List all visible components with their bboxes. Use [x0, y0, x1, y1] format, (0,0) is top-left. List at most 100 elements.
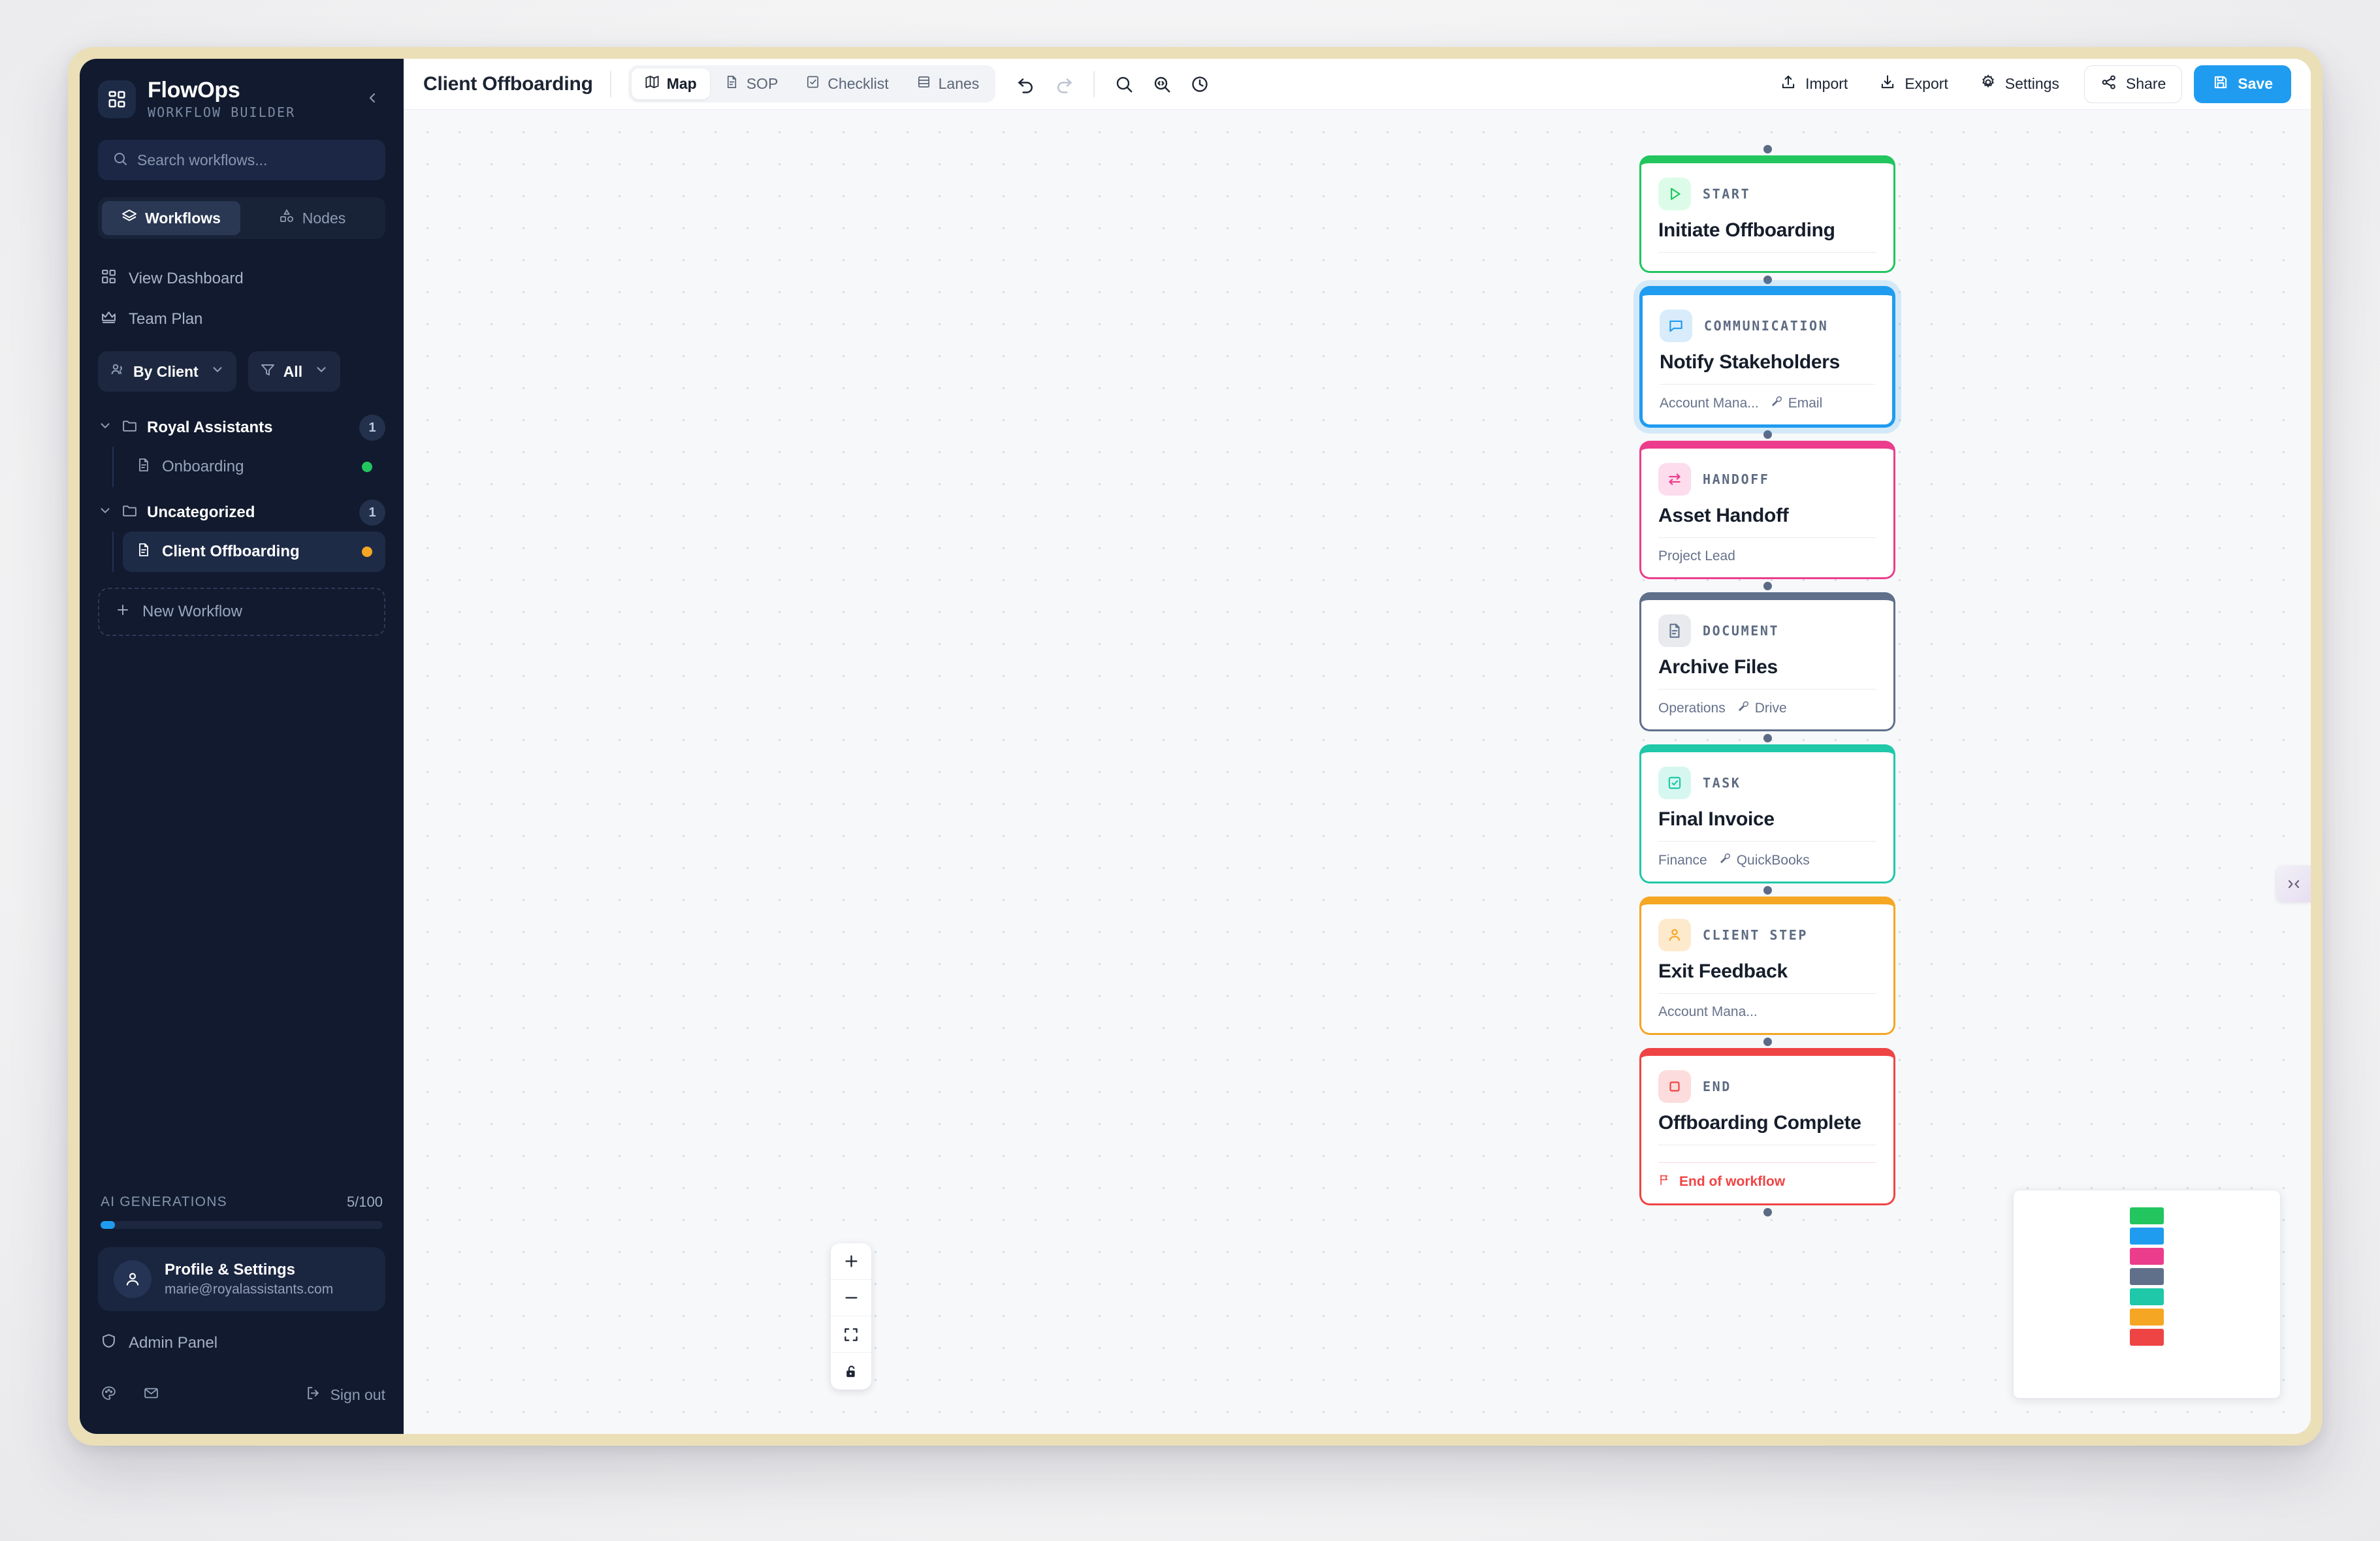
connector-dot[interactable]: [1763, 733, 1772, 742]
tree-folder-royal-assistants[interactable]: Royal Assistants 1: [98, 409, 385, 447]
node-exit-feedback[interactable]: CLIENT STEP Exit Feedback Account Mana..…: [1639, 897, 1895, 1035]
sidebar-item-team-plan[interactable]: Team Plan: [98, 299, 385, 340]
node-owner: Finance: [1658, 852, 1707, 868]
wrench-icon: [1719, 852, 1731, 868]
brand-name: FlowOps: [148, 78, 240, 103]
share-button[interactable]: Share: [2083, 65, 2183, 103]
tree-item-client-offboarding[interactable]: Client Offboarding: [123, 532, 385, 573]
palette-icon[interactable]: [101, 1385, 117, 1405]
document-icon: [136, 542, 152, 562]
connector-dot[interactable]: [1763, 430, 1772, 439]
node-title: Final Invoice: [1658, 808, 1775, 830]
search-input[interactable]: [137, 151, 371, 169]
swap-icon: [1658, 463, 1691, 496]
toolbar-right: Import Export Settings: [1767, 65, 2291, 103]
connector-dot[interactable]: [1763, 275, 1772, 284]
profile-settings-button[interactable]: Profile & Settings marie@royalassistants…: [98, 1247, 385, 1311]
connector-dot[interactable]: [1763, 1207, 1772, 1216]
workflow-tree: Royal Assistants 1 Onboarding: [80, 392, 404, 573]
node-initiate-offboarding[interactable]: START Initiate Offboarding: [1639, 155, 1895, 273]
zoom-code-icon-button[interactable]: [1143, 65, 1181, 103]
filter-by-client[interactable]: By Client: [98, 351, 236, 392]
redo-button[interactable]: [1045, 65, 1083, 103]
page-title: Client Offboarding: [423, 72, 593, 95]
minimap[interactable]: [2013, 1190, 2281, 1399]
sidebar-collapse-button[interactable]: [359, 85, 385, 114]
minimap-node: [2130, 1248, 2164, 1265]
settings-button[interactable]: Settings: [1967, 66, 2072, 103]
filter-all[interactable]: All: [248, 351, 341, 392]
search-icon-button[interactable]: [1105, 65, 1143, 103]
node-title: Offboarding Complete: [1658, 1112, 1861, 1134]
workflow-canvas[interactable]: START Initiate Offboarding COMMUNICATION…: [404, 110, 2311, 1434]
crown-icon: [101, 309, 117, 330]
check-square-icon: [1658, 767, 1691, 799]
node-archive-files[interactable]: DOCUMENT Archive Files Operations Drive: [1639, 592, 1895, 731]
node-owner: Account Mana...: [1660, 395, 1759, 411]
tab-lanes[interactable]: Lanes: [903, 69, 993, 99]
sidebar-item-admin-panel[interactable]: Admin Panel: [98, 1320, 385, 1366]
node-owner: Project Lead: [1658, 548, 1735, 564]
people-icon: [110, 362, 125, 381]
admin-panel-label: Admin Panel: [129, 1334, 218, 1352]
node-kind-label: COMMUNICATION: [1704, 318, 1829, 334]
profile-text: Profile & Settings marie@royalassistants…: [165, 1261, 333, 1297]
segment-workflows[interactable]: Workflows: [102, 201, 240, 236]
node-tool-label: Email: [1788, 395, 1823, 411]
connector-dot[interactable]: [1763, 885, 1772, 895]
collapse-panel-icon[interactable]: [2277, 866, 2311, 902]
brand: FlowOps WORKFLOW BUILDER: [148, 78, 359, 120]
fit-view-button[interactable]: [831, 1316, 871, 1353]
zoom-in-button[interactable]: [831, 1243, 871, 1280]
status-dot: [362, 462, 372, 473]
sidebar-item-view-dashboard[interactable]: View Dashboard: [98, 259, 385, 299]
sign-out-icon: [305, 1385, 321, 1405]
envelope-icon[interactable]: [143, 1385, 159, 1405]
connector-dot[interactable]: [1763, 581, 1772, 590]
edge-connector: [1639, 579, 1895, 592]
sign-out-button[interactable]: Sign out: [305, 1385, 385, 1405]
node-tool-label: Drive: [1754, 700, 1787, 716]
tab-checklist[interactable]: Checklist: [792, 69, 901, 99]
save-button[interactable]: Save: [2194, 65, 2291, 103]
node-tool-label: QuickBooks: [1736, 852, 1810, 868]
chevron-down-icon: [314, 362, 329, 381]
node-header: DOCUMENT: [1658, 614, 1876, 647]
sidebar-segmented-control: Workflows Nodes: [98, 197, 385, 240]
segment-workflows-label: Workflows: [145, 209, 221, 227]
node-title: Asset Handoff: [1658, 505, 1789, 526]
segment-nodes[interactable]: Nodes: [243, 201, 381, 235]
chevron-down-icon: [98, 503, 112, 522]
connector-dot[interactable]: [1763, 144, 1772, 153]
lock-button[interactable]: [831, 1353, 871, 1390]
undo-button[interactable]: [1007, 65, 1045, 103]
node-offboarding-complete[interactable]: END Offboarding Complete End of workflow: [1639, 1048, 1895, 1205]
node-kind-label: HANDOFF: [1703, 471, 1770, 487]
node-tool: Drive: [1737, 700, 1787, 716]
node-notify-stakeholders[interactable]: COMMUNICATION Notify Stakeholders Accoun…: [1639, 286, 1895, 428]
tree-folder-uncategorized[interactable]: Uncategorized 1: [98, 494, 385, 532]
node-meta: Account Mana...: [1658, 1004, 1876, 1020]
node-final-invoice[interactable]: TASK Final Invoice Finance QuickBooks: [1639, 744, 1895, 883]
tree-item-onboarding[interactable]: Onboarding: [123, 447, 385, 487]
zoom-out-button[interactable]: [831, 1280, 871, 1316]
edge-connector: [1639, 273, 1895, 286]
import-button[interactable]: Import: [1767, 66, 1861, 103]
node-tool: QuickBooks: [1719, 852, 1810, 868]
toolbar: Client Offboarding Map SOP: [404, 59, 2311, 110]
history-clock-icon-button[interactable]: [1181, 65, 1219, 103]
segment-nodes-label: Nodes: [302, 209, 346, 227]
connector-dot[interactable]: [1763, 1037, 1772, 1046]
sign-out-label: Sign out: [330, 1386, 385, 1403]
node-asset-handoff[interactable]: HANDOFF Asset Handoff Project Lead: [1639, 441, 1895, 579]
document-icon: [724, 74, 739, 93]
tab-map[interactable]: Map: [631, 69, 710, 99]
sidebar-header: FlowOps WORKFLOW BUILDER: [80, 59, 404, 127]
tab-sop[interactable]: SOP: [711, 69, 792, 99]
sidebar-item-view-dashboard-label: View Dashboard: [129, 270, 244, 288]
view-tabs: Map SOP Checklist: [628, 65, 996, 103]
sidebar-item-team-plan-label: Team Plan: [129, 310, 203, 328]
new-workflow-button[interactable]: New Workflow: [98, 588, 385, 637]
export-button[interactable]: Export: [1866, 66, 1961, 103]
search-workflows-field[interactable]: [98, 140, 385, 181]
